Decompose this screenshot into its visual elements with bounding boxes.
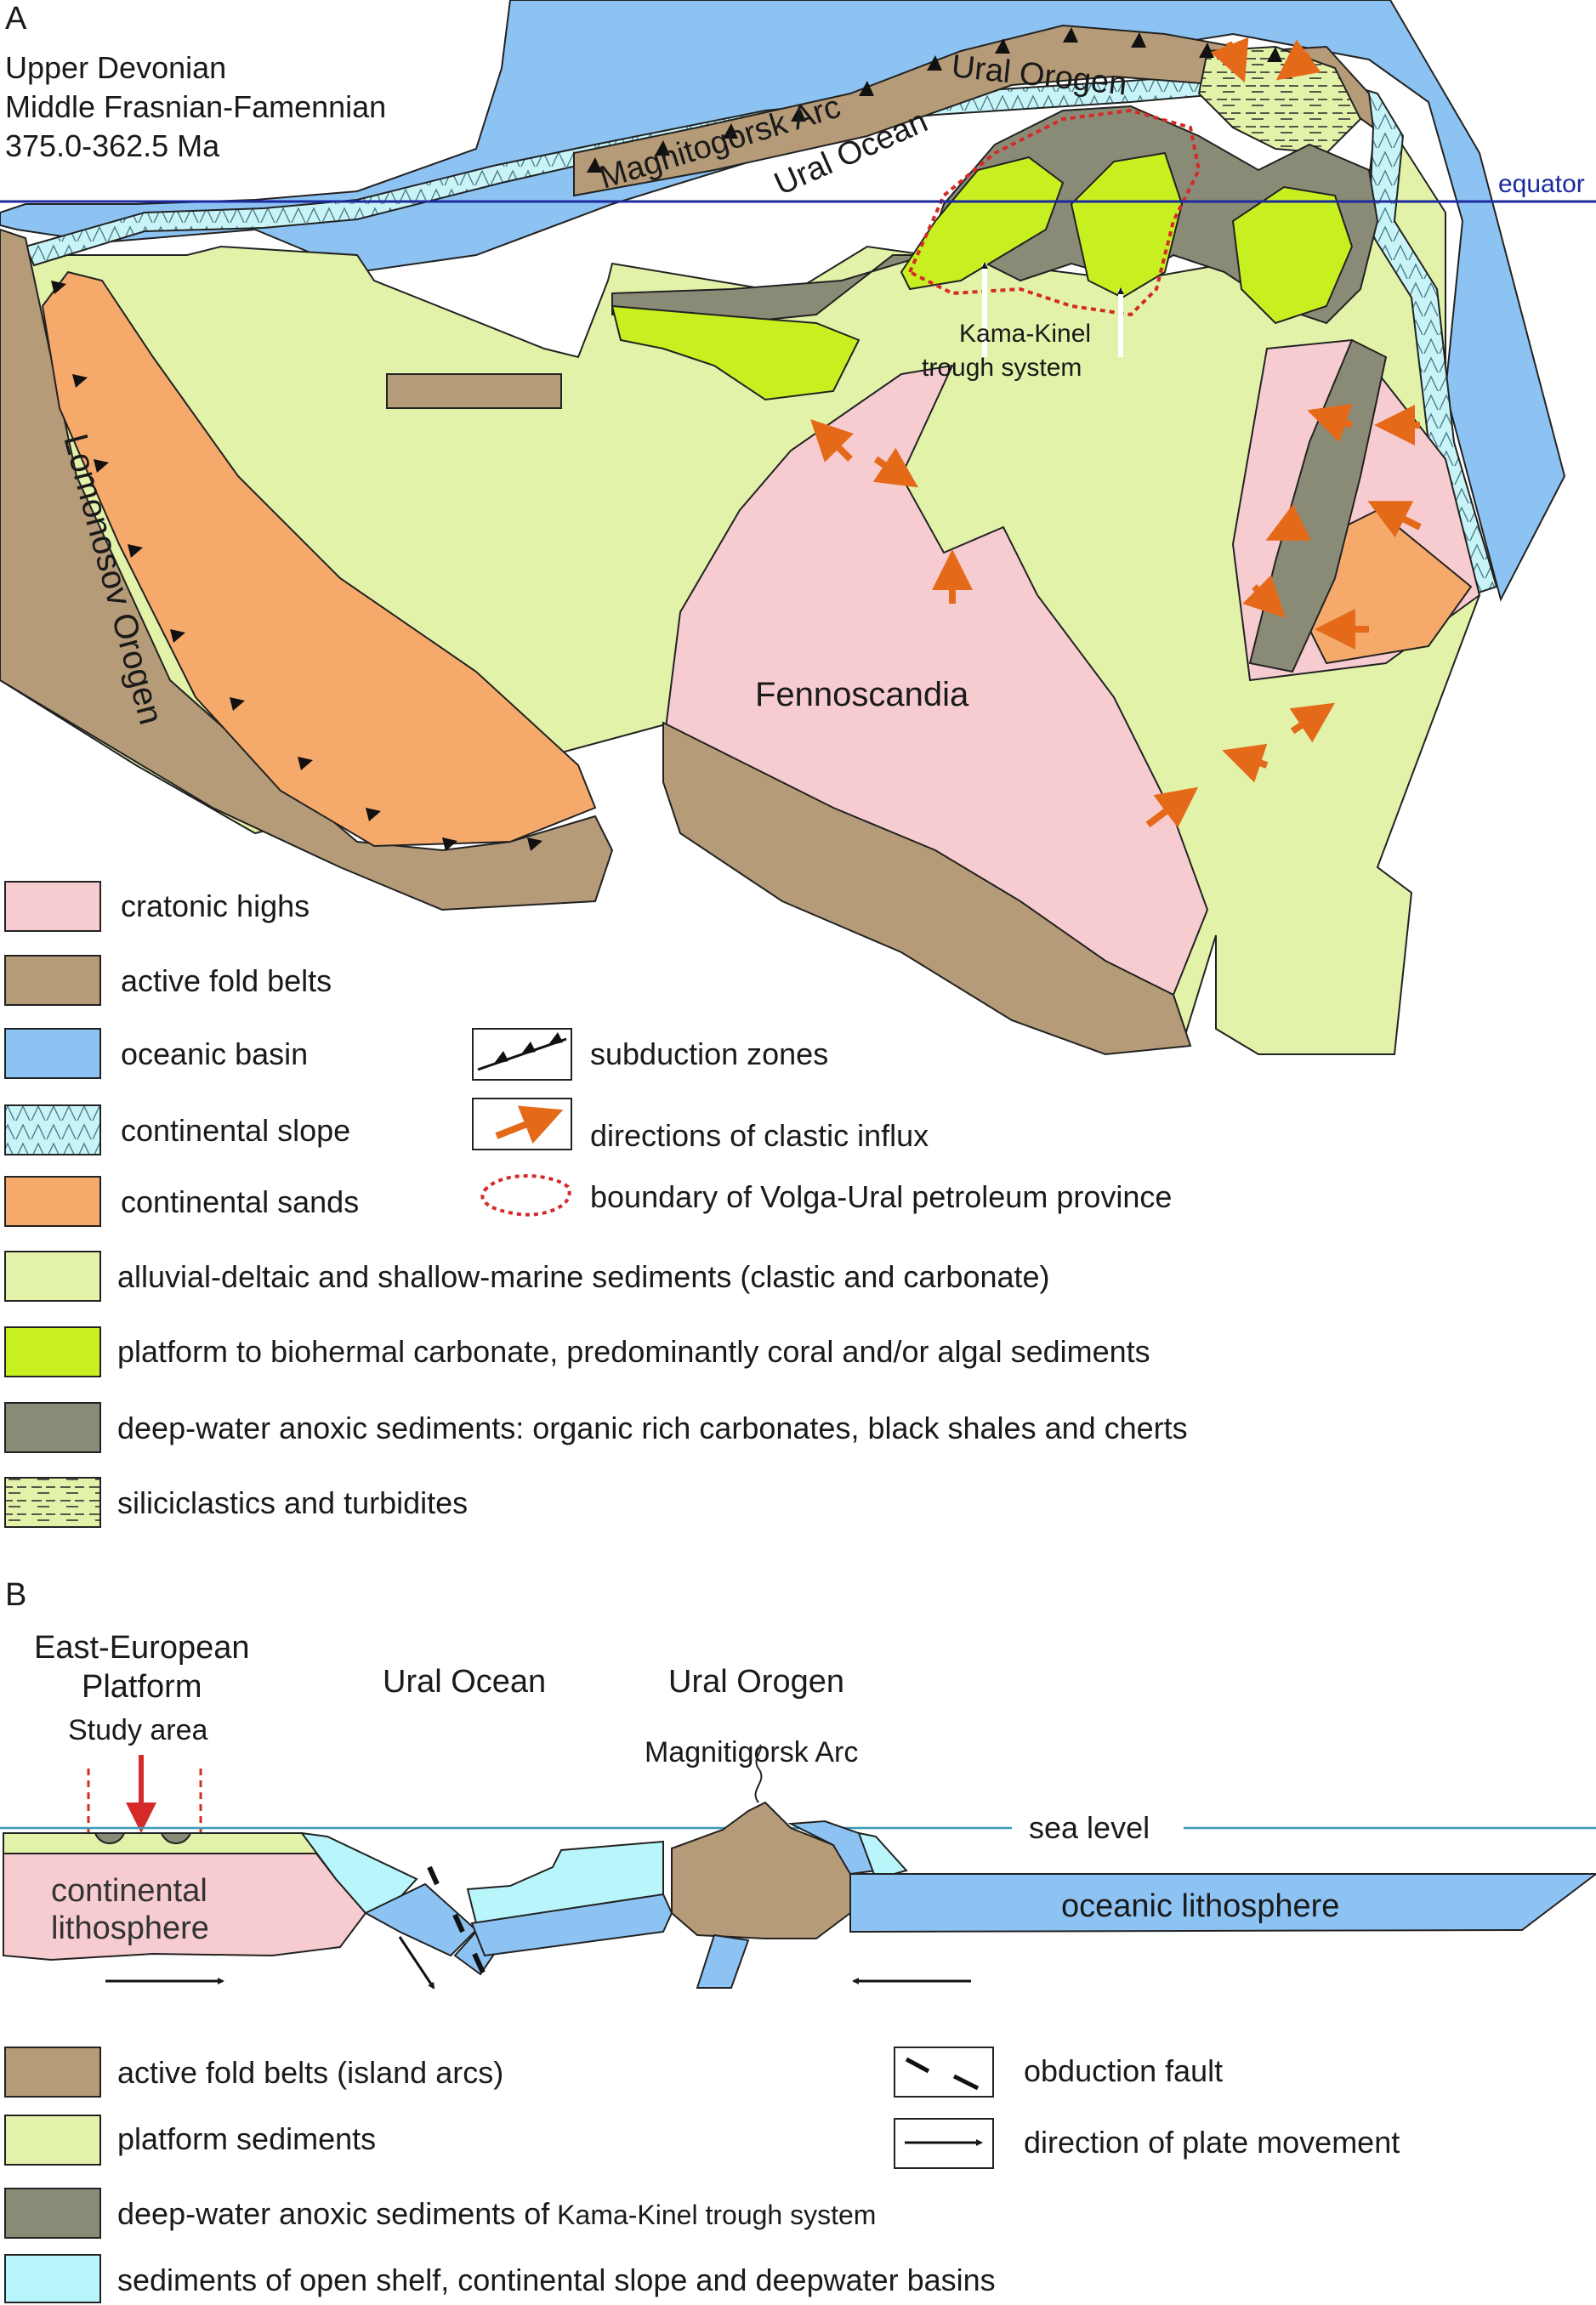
subduction-teeth-west: [51, 281, 542, 851]
panel-a-letter: A: [5, 1, 27, 37]
b-legend-swatch-fold: [4, 2047, 101, 2098]
legend-swatch-silici: [4, 1477, 101, 1528]
b-legend-label-obduction: obduction fault: [1024, 2053, 1223, 2088]
legend-swatch-slope: [4, 1104, 101, 1155]
b-legend-swatch-deep: [4, 2188, 101, 2239]
b-legend-swatch-shelf: [4, 2254, 101, 2303]
panel-a-title-line-1: Upper Devonian: [5, 50, 226, 85]
influx-arrow: [1307, 403, 1354, 443]
b-legend-obduction-dash-1: [905, 2057, 930, 2074]
lomonosov-orogen: [0, 228, 614, 911]
influx-arrow: [1210, 37, 1249, 83]
legend-swatch-fold: [4, 955, 101, 1006]
legend-label-boundary: boundary of Volga-Ural petroleum provinc…: [590, 1179, 1172, 1214]
influx-arrow: [1145, 786, 1199, 828]
panel-b-legend: active fold belts (island arcs) platform…: [4, 2047, 1400, 2303]
kama-kinel-trough-2: [160, 1832, 192, 1844]
clastic-influx-arrows: [810, 37, 1422, 828]
legend-label-fold: active fold belts: [121, 963, 332, 998]
plate-arrow-subduction: [398, 1936, 435, 1990]
legend-swatch-cratonic: [4, 881, 101, 932]
panel-a-title-line-3: 375.0-362.5 Ma: [5, 128, 220, 163]
legend-label-slope: continental slope: [121, 1113, 350, 1148]
study-area-label: Study area: [68, 1714, 208, 1746]
ural-orogen-label-b: Ural Orogen: [668, 1664, 844, 1700]
b-legend-swatch-obduction: [894, 2047, 994, 2098]
continental-sands: [41, 270, 597, 848]
influx-arrow: [810, 419, 854, 463]
legend-swatch-ocean: [4, 1028, 101, 1079]
panel-a-title-line-2: Middle Frasnian-Famennian: [5, 89, 386, 124]
equator-label: equator: [1498, 170, 1585, 198]
petroleum-province-boundary: [907, 108, 1201, 317]
legend-swatch-deep: [4, 1402, 101, 1453]
influx-arrow: [1242, 575, 1286, 618]
continental-lithosphere-label-2: lithosphere: [51, 1910, 209, 1946]
legend-label-platform: platform to biohermal carbonate, predomi…: [117, 1334, 1150, 1369]
fennoscandia-fold-belt: [662, 721, 1192, 1056]
b-legend-label-deep: deep-water anoxic sediments of Kama-Kine…: [117, 2196, 876, 2231]
panel-b-letter: B: [5, 1577, 26, 1613]
b-legend-label-fold: active fold belts (island arcs): [117, 2055, 503, 2090]
b-legend-label-platform: platform sediments: [117, 2121, 376, 2156]
arc-root: [696, 1933, 750, 1989]
influx-arrow: [872, 447, 918, 488]
legend-swatch-alluvial: [4, 1251, 101, 1302]
cross-section: sea level continental lithosphere oceani…: [0, 1744, 1596, 1990]
eep-label-2: Platform: [82, 1669, 202, 1705]
arc-volcano-plume: [754, 1744, 763, 1803]
legend-boundary-symbol: [480, 1174, 571, 1217]
legend-label-deep: deep-water anoxic sediments: organic ric…: [117, 1411, 1188, 1445]
fennoscandia-label: Fennoscandia: [755, 676, 969, 713]
legend-label-alluvial: alluvial-deltaic and shallow-marine sedi…: [117, 1259, 1050, 1294]
legend-label-influx: directions of clastic influx: [590, 1118, 929, 1153]
influx-arrow: [1265, 503, 1312, 541]
sea-level-label: sea level: [1029, 1810, 1150, 1845]
influx-arrow: [1367, 501, 1422, 538]
b-legend-label-shelf: sediments of open shelf, continental slo…: [117, 2262, 996, 2297]
legend-influx-arrow: [495, 1105, 564, 1144]
legend-label-ocean: oceanic basin: [121, 1036, 308, 1071]
obduction-fault: [427, 1865, 486, 1974]
continental-lithosphere-label-1: continental: [51, 1873, 207, 1909]
carbonate-patch-center: [900, 156, 1065, 291]
kama-kinel-trough-1: [94, 1832, 126, 1844]
legend-label-sands: continental sands: [121, 1184, 359, 1219]
panel-a-legend: cratonic highs active fold belts oceanic…: [4, 881, 1188, 1528]
legend-subduction-teeth: [493, 1032, 563, 1065]
legend-swatch-sands: [4, 1176, 101, 1227]
oceanic-lithosphere-label: oceanic lithosphere: [1061, 1888, 1339, 1924]
ural-ocean-label-b: Ural Ocean: [383, 1664, 546, 1700]
influx-arrow: [1222, 743, 1269, 783]
eep-label-1: East-European: [34, 1630, 250, 1666]
influx-arrow: [1275, 39, 1321, 81]
oceanic-lithosphere: [849, 1873, 1596, 1933]
ocean-floor-slab: [470, 1893, 673, 1957]
subduction-teeth-north: [587, 27, 1282, 173]
east-slope-sediments: [857, 1831, 908, 1881]
legend-label-silici: siliciclastics and turbidites: [117, 1485, 468, 1520]
legend-label-subduction: subduction zones: [590, 1036, 828, 1071]
influx-arrow: [1289, 702, 1335, 743]
arc-inlet-block: [386, 373, 562, 409]
carbonate-patch-east: [1070, 151, 1184, 299]
carbonate-patch-far-east: [1231, 185, 1354, 325]
kama-kinel-label-2: trough system: [922, 354, 1082, 382]
b-legend-obduction-dash-2: [952, 2074, 980, 2091]
b-legend-label-plate: direction of plate movement: [1024, 2125, 1400, 2160]
panel-a-map: [0, 0, 1596, 1056]
slab-segment-1: [363, 1882, 478, 1957]
ural-orogen-belt: [573, 24, 1375, 197]
b-legend-swatch-platform: [4, 2115, 101, 2166]
magnitigorsk-arc-label: Magnitigorsk Arc: [645, 1736, 858, 1768]
kama-kinel-label-1: Kama-Kinel: [959, 320, 1091, 348]
legend-label-cratonic: cratonic highs: [121, 889, 310, 923]
legend-swatch-platform: [4, 1326, 101, 1377]
carbonate-patch-west: [611, 304, 860, 401]
